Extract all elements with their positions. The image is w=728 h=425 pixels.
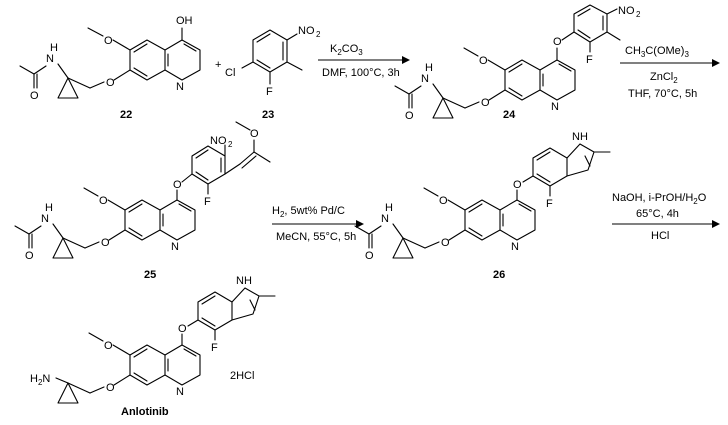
f-label: F [204,196,211,208]
h2n-label: H2N [30,373,50,387]
nh-label: N [421,73,429,85]
step-1: K2CO3 DMF, 100°C, 3h [318,43,410,79]
h-label: H [50,42,58,54]
compound-24: N O NO 2 F O O N H O 24 [394,4,641,122]
o-label: O [405,110,414,122]
o-label: O [106,382,115,394]
step-2: CH3C(OMe)3 ZnCl2 THF, 70°C, 5h [620,45,720,100]
n-label: N [171,241,179,253]
f-label: F [211,342,218,354]
o-label: O [553,36,562,48]
o-label: O [173,179,182,191]
o-label: O [101,237,110,249]
nh-label: N [46,53,54,65]
compound-22: OH O O N H O N 22 [19,15,201,121]
n-label: N [176,386,184,398]
o-label: O [104,340,113,352]
compound-number-25: 25 [144,269,156,281]
step1-conditions: DMF, 100°C, 3h [322,67,400,79]
nh-label: N [381,213,389,225]
compound-25: N O NO 2 O F O O N H O 25 [14,121,271,281]
h-label: H [45,202,53,214]
o-label: O [479,55,488,67]
cl-label: Cl [225,67,235,79]
salt-label: 2HCl [230,370,254,382]
o-label: O [25,250,34,262]
step1-reagent: K2CO3 [330,43,363,57]
o-label: O [439,195,448,207]
nh-label: NH [236,275,252,287]
h-label: H [385,202,393,214]
compound-number-26: 26 [493,269,505,281]
no2-label: NO [618,5,635,17]
no2-label: NO [298,25,315,37]
f-label: F [546,198,553,210]
no2-subscript: 2 [636,10,641,19]
step-4: NaOH, i-PrOH/H2O 65°C, 4h HCl [612,192,720,242]
nh-label: NH [572,131,588,143]
n-label: N [511,241,519,253]
step4-acid: HCl [651,230,669,242]
step2-catalyst: ZnCl2 [650,71,678,85]
o-label: O [481,97,490,109]
o-label: O [365,250,374,262]
compound-26: N O NH F O O N H O 26 [354,131,611,281]
o-label: O [106,77,115,89]
compound-name-anlotinib: Anlotinib [121,406,169,418]
no2-subscript: 2 [228,140,233,149]
compound-anlotinib: N O NH F O O H2N 2HCl Anlotinib [30,275,276,418]
step-3: H2, 5wt% Pd/C MeCN, 55°C, 5h [272,205,364,243]
o-label: O [250,128,259,140]
step4-reagent: NaOH, i-PrOH/H2O [612,192,707,206]
no2-subscript: 2 [316,30,321,39]
oh-label: OH [176,15,193,27]
n-label: N [176,81,184,93]
no2-label: NO [210,135,227,147]
plus-sign: + [215,59,221,71]
h-label: H [425,62,433,74]
o-label: O [30,90,39,102]
o-label: O [441,237,450,249]
nh-label: N [41,213,49,225]
step3-conditions: MeCN, 55°C, 5h [276,231,356,243]
compound-number-23: 23 [262,109,274,121]
compound-23: NO 2 Cl F 23 [225,25,321,121]
o-label: O [513,179,522,191]
f-label: F [266,86,273,98]
o-label: O [104,35,113,47]
o-label: O [99,195,108,207]
compound-number-22: 22 [120,109,132,121]
step3-reagent: H2, 5wt% Pd/C [272,205,345,219]
compound-number-24: 24 [503,109,516,121]
f-label: F [586,54,593,66]
step2-conditions: THF, 70°C, 5h [628,88,697,100]
step4-temp: 65°C, 4h [636,208,679,220]
n-label: N [551,101,559,113]
o-label: O [178,323,187,335]
step2-reagent: CH3C(OMe)3 [625,45,689,59]
